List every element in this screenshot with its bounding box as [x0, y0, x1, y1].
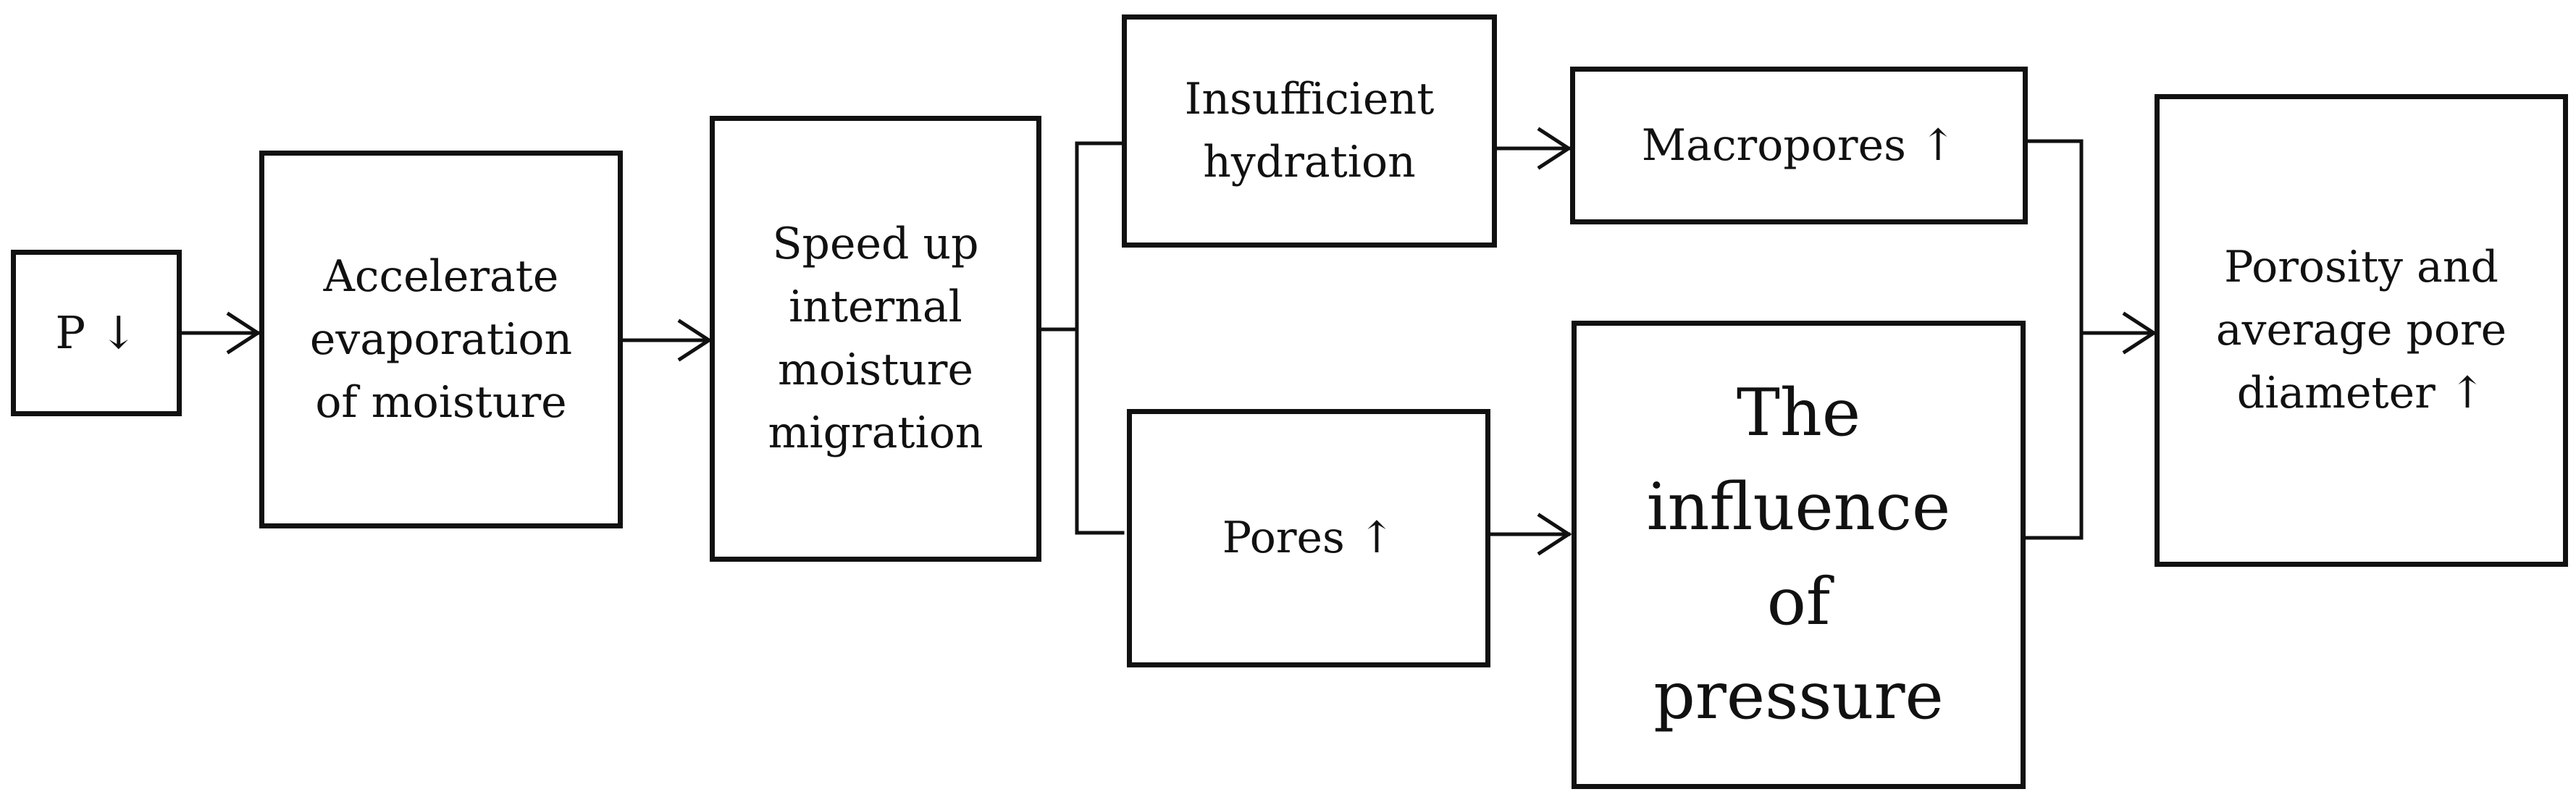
node-p-down: P ↓ — [11, 250, 182, 416]
node-macropores: Macropores ↑ — [1570, 67, 2028, 224]
node-accelerate-evaporation: Accelerate evaporation of moisture — [259, 151, 623, 528]
node-speed-up-migration: Speed up internal moisture migration — [710, 116, 1041, 562]
node-porosity-pore-diameter-label: Porosity and average pore diameter ↑ — [2215, 242, 2507, 418]
arrowhead-speed — [677, 319, 713, 362]
node-pores: Pores ↑ — [1127, 409, 1490, 667]
arrowhead-accelerate — [226, 311, 261, 355]
node-porosity-pore-diameter: Porosity and average pore diameter ↑ — [2155, 94, 2568, 567]
arrowhead-influence — [1537, 513, 1572, 556]
node-influence-of-pressure-label: The influence of pressure — [1646, 374, 1951, 735]
node-accelerate-evaporation-label: Accelerate evaporation of moisture — [309, 250, 573, 428]
node-insufficient-hydration-label: Insufficient hydration — [1184, 74, 1435, 187]
node-p-down-label: P ↓ — [55, 306, 138, 360]
arrowhead-porosity — [2122, 311, 2157, 355]
node-pores-label: Pores ↑ — [1222, 513, 1396, 563]
node-macropores-label: Macropores ↑ — [1641, 119, 1957, 171]
node-insufficient-hydration: Insufficient hydration — [1122, 14, 1497, 248]
node-influence-of-pressure: The influence of pressure — [1572, 321, 2026, 789]
arrowhead-macropores — [1537, 127, 1572, 170]
node-speed-up-migration-label: Speed up internal moisture migration — [768, 219, 983, 458]
